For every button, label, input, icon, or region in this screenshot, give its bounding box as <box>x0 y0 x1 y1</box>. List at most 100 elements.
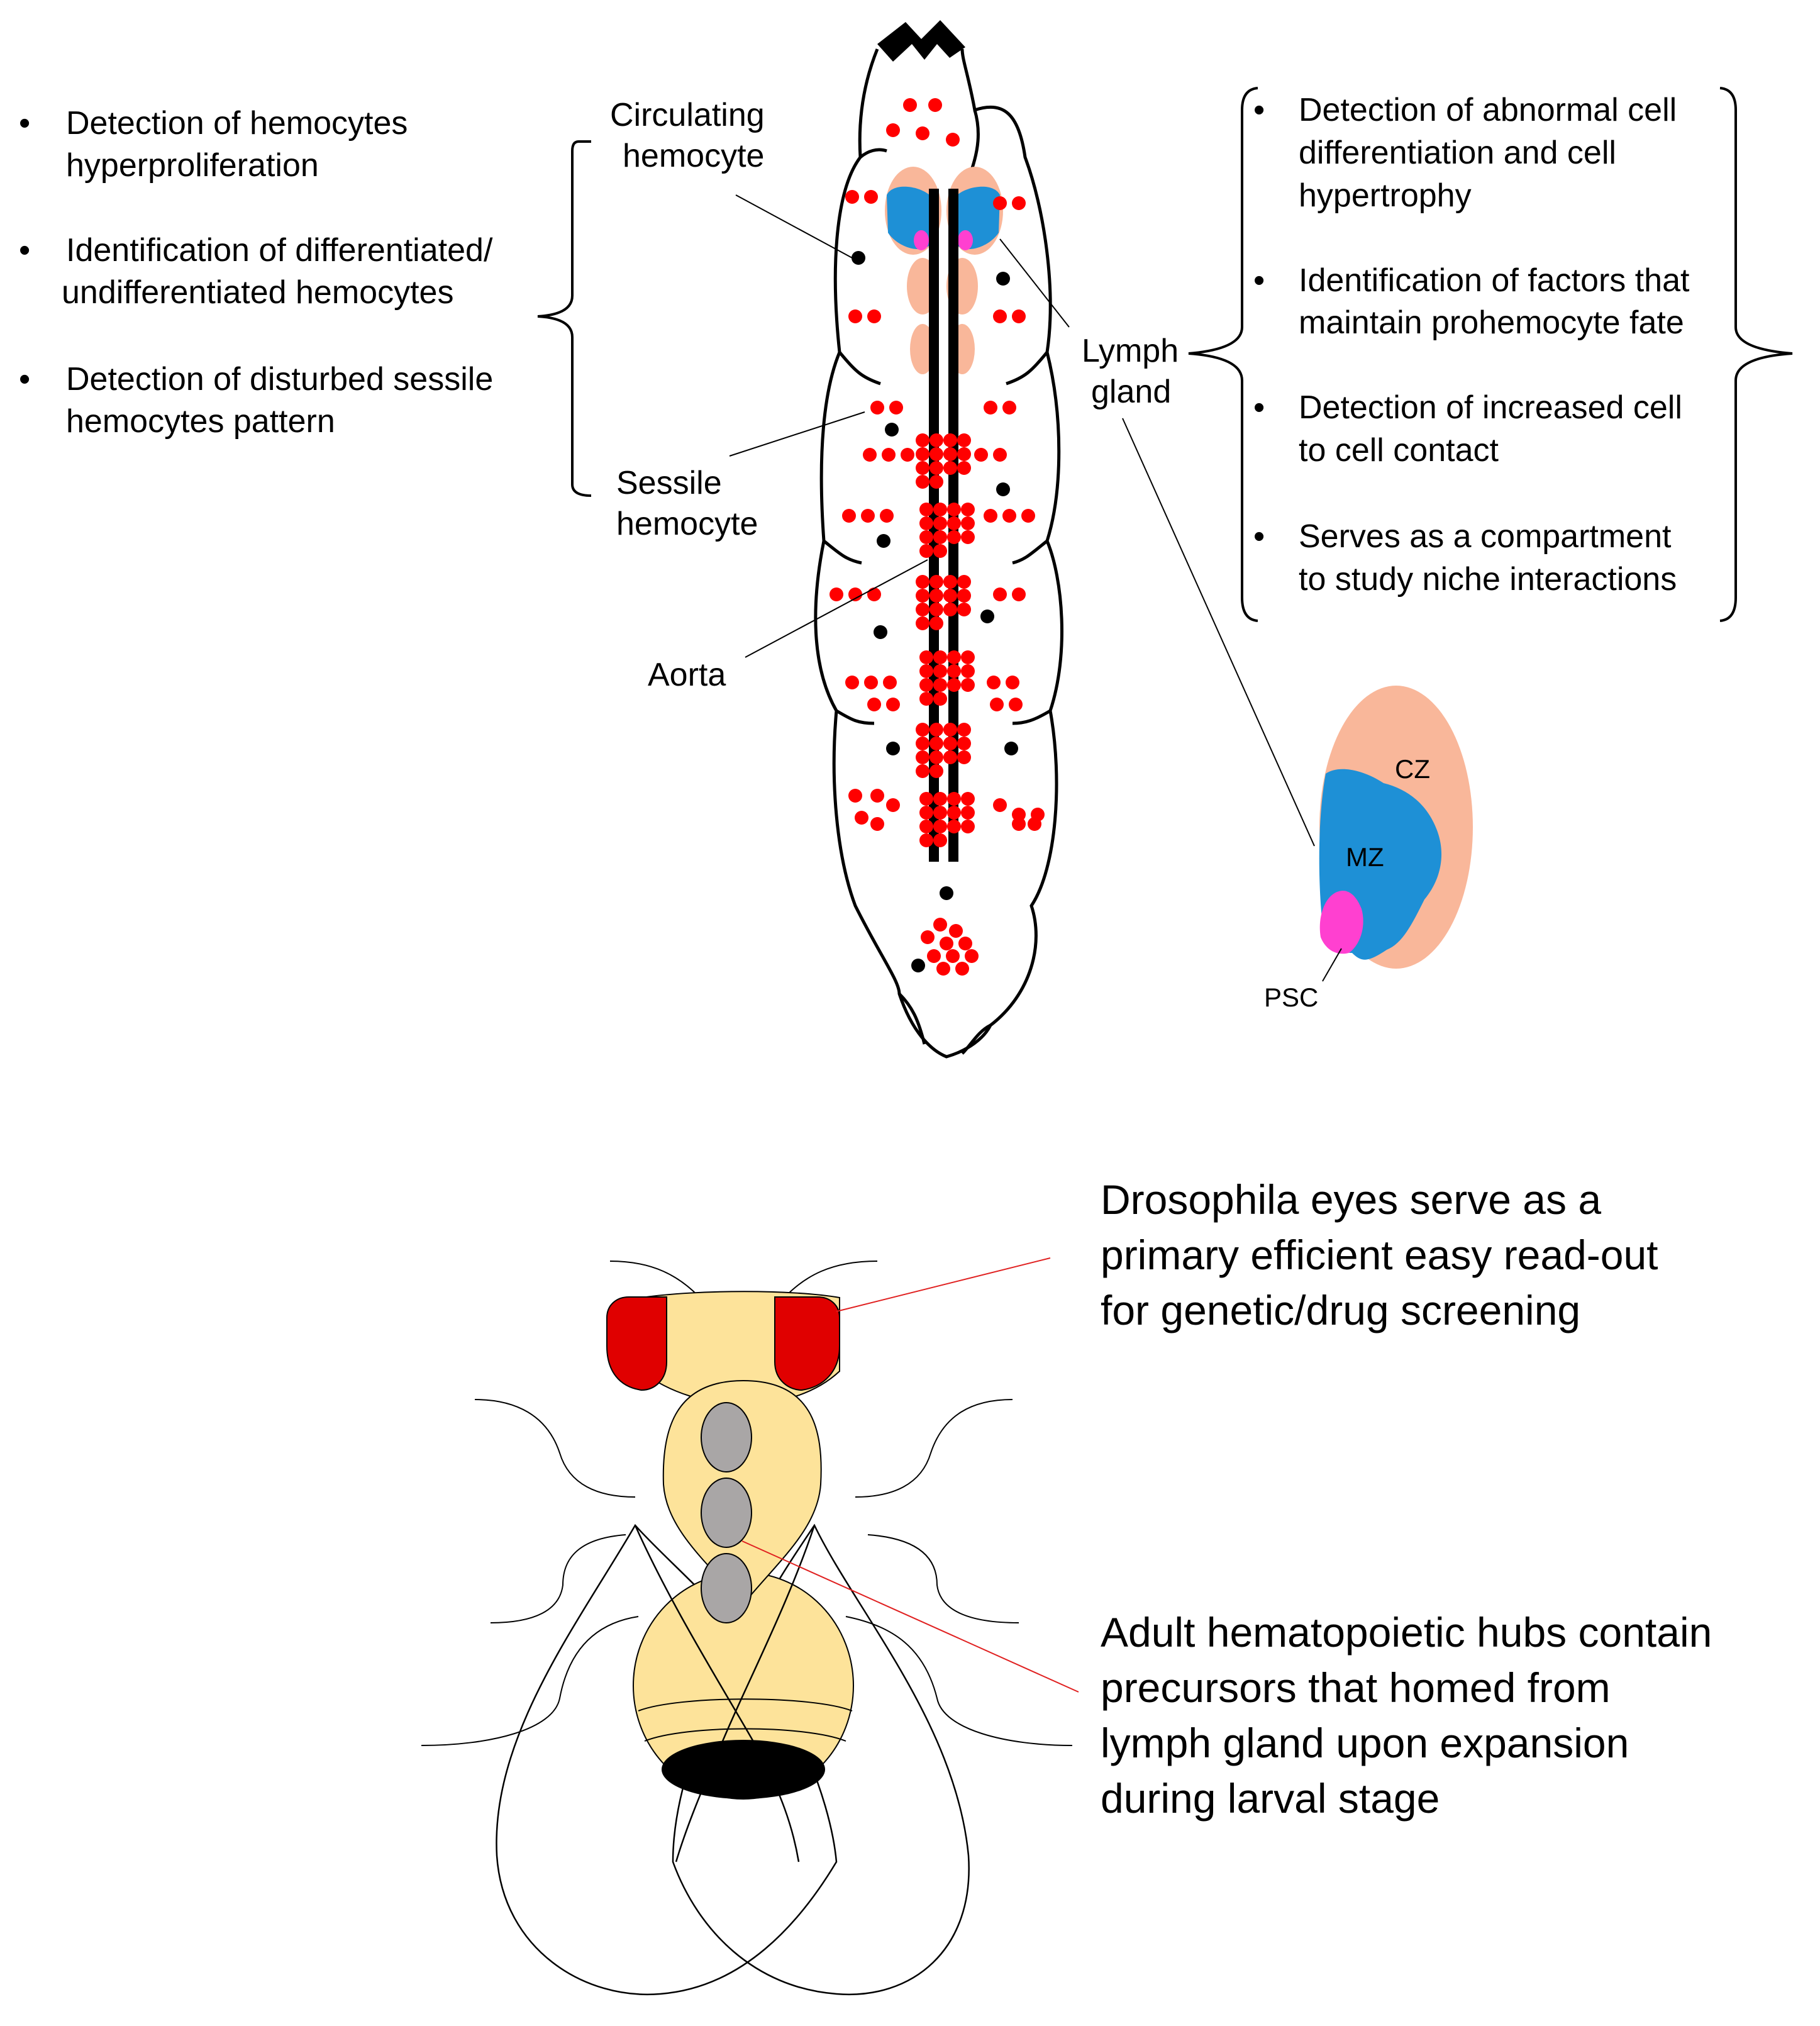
hemocyte-dot <box>947 503 961 516</box>
hemocyte-dot <box>929 616 943 630</box>
leg <box>421 1616 639 1746</box>
hemocyte-dot <box>943 750 957 764</box>
hemocyte-dot <box>933 792 947 806</box>
eye-left <box>606 1296 667 1391</box>
hemocyte-dot <box>867 309 881 323</box>
hemocyte-dot <box>903 98 917 112</box>
hemocyte-dot <box>961 530 975 544</box>
circulating-cell-dot <box>911 959 925 972</box>
hemocyte-dots <box>830 98 1045 976</box>
hemocyte-dot <box>929 475 943 489</box>
hemocyte-dot <box>1012 587 1026 601</box>
cz-label: CZ <box>1395 754 1430 784</box>
hemocyte-dot <box>993 448 1007 462</box>
hemocyte-dot <box>957 461 971 475</box>
segment-line <box>970 109 980 170</box>
hemocyte-dot <box>947 650 961 664</box>
right-bullet-list: • Detection of abnormal cell differentia… <box>1253 92 1690 598</box>
circulating-cell-dot <box>996 272 1010 286</box>
hemocyte-dot <box>916 475 929 489</box>
hemocyte-dot <box>867 587 881 601</box>
hemocyte-dot <box>929 589 943 603</box>
hemocyte-dot <box>949 924 963 938</box>
right-item-4-line-2: to study niche interactions <box>1299 561 1677 598</box>
hemocyte-dot <box>943 737 957 750</box>
hemocyte-dot <box>861 509 875 523</box>
hub-spot <box>701 1402 752 1472</box>
bullet-icon: • <box>1253 262 1265 299</box>
left-bracket <box>537 140 592 497</box>
hemocyte-dot <box>961 516 975 530</box>
abdomen-stripe <box>638 1698 853 1712</box>
larva-lymph-gland <box>885 167 1003 374</box>
hemocyte-dot <box>916 433 929 447</box>
adult-labels: Drosophila eyes serve as a primary effic… <box>1101 1176 1712 1822</box>
hemocyte-dot <box>957 737 971 750</box>
right-item-1-line-2: differentiation and cell <box>1299 135 1616 171</box>
left-item-2-line-1: Identification of differentiated/ <box>66 232 493 269</box>
hemocyte-dot <box>919 530 933 544</box>
hubs-label-line-1: Adult hematopoietic hubs contain <box>1101 1609 1712 1656</box>
hemocyte-dot <box>919 503 933 516</box>
psc-pointer <box>1322 948 1342 982</box>
adult-fly <box>421 1257 1079 1996</box>
hemocyte-dot <box>958 937 972 950</box>
hemocyte-dot <box>916 461 929 475</box>
hemocyte-dot <box>929 764 943 778</box>
hemocyte-dot <box>1012 817 1026 831</box>
hemocyte-dot <box>957 750 971 764</box>
hemocyte-dot <box>1006 676 1019 689</box>
hemocyte-dot <box>889 401 903 415</box>
hemocyte-dot <box>848 587 862 601</box>
eyes-label-line-2: primary efficient easy read-out <box>1101 1232 1658 1278</box>
sessile-label-line-2: hemocyte <box>616 506 758 542</box>
hemocyte-dot <box>957 447 971 461</box>
larva <box>814 20 1063 1059</box>
left-bullet-item: • Identification of differentiated/ undi… <box>19 232 493 311</box>
hemocyte-dot <box>919 833 933 847</box>
circulating-cell-dot <box>980 609 994 623</box>
hemocyte-dot <box>830 587 843 601</box>
hemocyte-dot <box>870 401 884 415</box>
hemocyte-dot <box>901 448 914 462</box>
lymph-zoom-pointer <box>1122 418 1315 847</box>
left-bullet-item: • Detection of hemocytes hyperproliferat… <box>19 105 408 184</box>
hemocyte-dot <box>933 503 947 516</box>
hemocyte-dot <box>916 126 929 140</box>
larva-outline <box>814 48 1063 1059</box>
hemocyte-dot <box>987 676 1001 689</box>
hemocyte-dot <box>943 723 957 737</box>
hemocyte-dot <box>990 698 1004 711</box>
wing-edge <box>675 1525 816 1862</box>
hemocyte-dot <box>919 806 933 820</box>
right-item-3-line-2: to cell contact <box>1299 432 1499 469</box>
circulating-label-line-1: Circulating <box>610 97 765 133</box>
right-item-1-line-3: hypertrophy <box>1299 177 1472 214</box>
circulating-cell-dot <box>886 742 900 755</box>
hemocyte-dot <box>957 723 971 737</box>
hemocyte-dot <box>867 698 881 711</box>
hemocyte-dot <box>957 589 971 603</box>
hemocyte-dot <box>929 603 943 616</box>
hemocyte-dot <box>919 792 933 806</box>
left-item-3-line-1: Detection of disturbed sessile <box>66 361 493 398</box>
bullet-icon: • <box>1253 389 1265 426</box>
mouth-hooks-icon <box>877 20 965 62</box>
circulating-label-line-2: hemocyte <box>623 138 764 174</box>
hemocyte-dot <box>993 196 1007 210</box>
hemocyte-dot <box>993 587 1007 601</box>
hemocyte-dot <box>965 949 979 963</box>
hemocyte-dot <box>957 603 971 616</box>
hemocyte-dot <box>933 544 947 558</box>
hemocyte-dot <box>916 723 929 737</box>
hemocyte-dot <box>927 949 941 963</box>
hemocyte-dot <box>947 806 961 820</box>
hub-spot <box>701 1553 752 1623</box>
aorta-label: Aorta <box>648 657 726 693</box>
hemocyte-dot <box>993 309 1007 323</box>
eye-pointer <box>836 1257 1051 1312</box>
wing-edge <box>634 1525 800 1862</box>
circulating-cell-dot <box>996 482 1010 496</box>
segment-line <box>898 993 926 1045</box>
